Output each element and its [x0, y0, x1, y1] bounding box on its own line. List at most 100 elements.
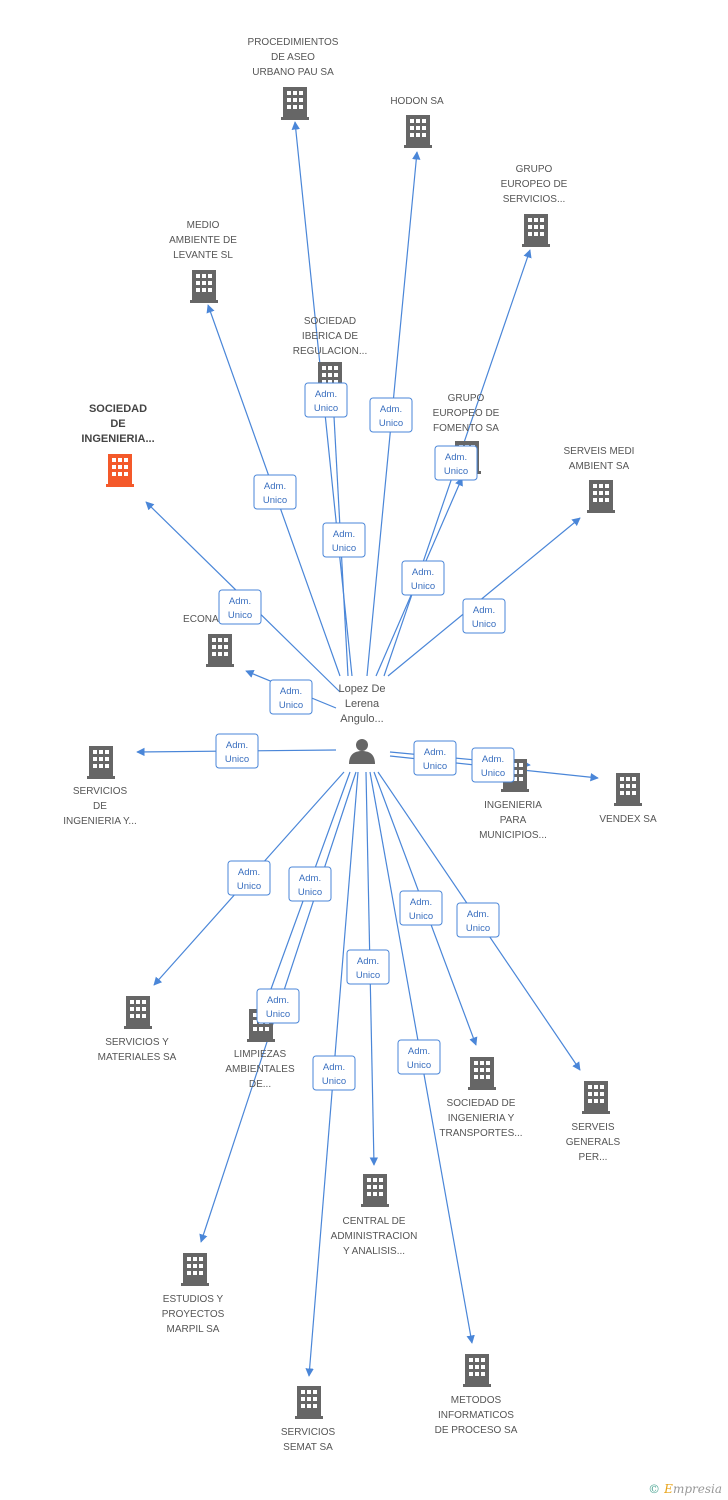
- company-node-vendex[interactable]: VENDEX SA: [599, 773, 657, 825]
- company-node-sociedad-ingenieria[interactable]: SOCIEDADDEINGENIERIA...: [81, 403, 155, 487]
- relation-text: Unico: [481, 768, 505, 779]
- company-label-line: LEVANTE SL: [173, 250, 233, 261]
- relation-badge: Adm.Unico: [369, 397, 413, 433]
- relation-badge: Adm.Unico: [471, 747, 515, 783]
- relation-text: Adm.: [267, 995, 289, 1006]
- company-label-line: INFORMATICOS: [438, 1410, 514, 1421]
- company-label-line: ECONA...: [183, 614, 227, 625]
- center-person[interactable]: Lopez De LerenaAngulo...: [338, 683, 386, 764]
- company-label-line: INGENIERIA: [484, 800, 542, 811]
- relation-text: Unico: [423, 761, 447, 772]
- relation-text: Adm.: [333, 529, 355, 540]
- relation-text: Unico: [379, 418, 403, 429]
- company-node-hodon[interactable]: HODON SA: [390, 96, 444, 148]
- building-icon: [87, 746, 115, 779]
- company-label-line: PROCEDIMIENTOS: [248, 37, 339, 48]
- relation-text: Unico: [263, 495, 287, 506]
- building-icon: [206, 634, 234, 667]
- relation-badge: Adm.Unico: [253, 474, 297, 510]
- company-label-line: SOCIEDAD: [304, 316, 356, 327]
- relation-text: Adm.: [315, 389, 337, 400]
- company-label-line: SOCIEDAD: [89, 403, 147, 415]
- relation-badge: Adm.Unico: [269, 679, 313, 715]
- relation-text: Adm.: [412, 567, 434, 578]
- relation-text: Unico: [237, 881, 261, 892]
- building-icon: [106, 454, 134, 487]
- company-label-line: SERVEIS MEDI: [564, 446, 635, 457]
- company-label-line: EUROPEO DE: [501, 179, 568, 190]
- company-node-servicios-ingenieria[interactable]: SERVICIOS DE INGENIERIA Y...: [63, 746, 137, 827]
- company-label-line: FOMENTO SA: [433, 423, 499, 434]
- relation-text: Adm.: [238, 867, 260, 878]
- relation-text: Adm.: [473, 605, 495, 616]
- company-label-line: AMBIENTE DE: [169, 235, 237, 246]
- relation-badge: Adm. Unico: [312, 1055, 356, 1091]
- relation-text: Adm.: [424, 747, 446, 758]
- relation-text: Adm.: [408, 1046, 430, 1057]
- person-name-line: Lopez De: [338, 683, 385, 695]
- relation-badge: Adm.Unico: [346, 949, 390, 985]
- company-label-line: MATERIALES SA: [98, 1052, 177, 1063]
- company-label-line: PARA: [500, 815, 527, 826]
- company-node-econa[interactable]: ECONA...: [183, 614, 234, 667]
- relation-text: Adm.: [226, 740, 248, 751]
- edge-serveis-medi: [387, 517, 581, 677]
- company-label-line: CENTRAL DE: [343, 1216, 406, 1227]
- relation-text: Unico: [332, 543, 356, 554]
- relation-text: Unico: [298, 887, 322, 898]
- brand-initial: E: [664, 1482, 673, 1496]
- company-label-line: GRUPO: [516, 164, 553, 175]
- copyright-symbol: ©: [648, 1482, 661, 1496]
- relation-text: Unico: [322, 1076, 346, 1087]
- company-label-line: PER...: [579, 1152, 608, 1163]
- person-name-line: Lerena: [345, 698, 380, 710]
- building-icon: [181, 1253, 209, 1286]
- company-label-line: HODON SA: [390, 96, 444, 107]
- company-label-line: VENDEX SA: [599, 814, 657, 825]
- company-node-limpiezas[interactable]: LIMPIEZASAMBIENTALESDE...: [225, 1009, 295, 1090]
- building-icon: [190, 270, 218, 303]
- relation-text: Unico: [279, 700, 303, 711]
- relation-text: Adm.: [323, 1062, 345, 1073]
- company-node-grupo-europeo-servicios[interactable]: GRUPO EUROPEO DE SERVICIOS...: [501, 164, 568, 247]
- company-label-line: INGENIERIA...: [81, 433, 154, 445]
- company-label-line: IBERICA DE: [302, 331, 358, 342]
- company-label-line: SERVICIOS: [73, 786, 128, 797]
- company-label-line: INGENIERIA Y...: [63, 816, 137, 827]
- company-label-line: SERVICIOS...: [503, 194, 566, 205]
- relation-text: Unico: [314, 403, 338, 414]
- building-icon: [463, 1354, 491, 1387]
- company-label-line: METODOS: [451, 1395, 502, 1406]
- company-label-line: SERVICIOS: [281, 1427, 336, 1438]
- relation-badge: Adm. Unico: [413, 740, 457, 776]
- company-label-line: SOCIEDAD DE: [447, 1098, 516, 1109]
- company-node-ingenieria-municipios[interactable]: INGENIERIAPARAMUNICIPIOS...: [479, 759, 547, 841]
- person-name-line: Angulo...: [340, 713, 383, 725]
- company-label-line: DE: [93, 801, 107, 812]
- company-label-line: MARPIL SA: [167, 1324, 220, 1335]
- relation-text: Unico: [409, 911, 433, 922]
- company-label-line: DE...: [249, 1079, 271, 1090]
- company-label-line: GRUPO: [448, 393, 485, 404]
- relation-text: Unico: [466, 923, 490, 934]
- company-label-line: URBANO PAU SA: [252, 67, 334, 78]
- company-label-line: LIMPIEZAS: [234, 1049, 287, 1060]
- relation-text: Unico: [266, 1009, 290, 1020]
- person-icon: [349, 739, 375, 764]
- company-node-serveis-generals[interactable]: SERVEISGENERALSPER...: [566, 1081, 621, 1163]
- company-label-line: INGENIERIA Y: [448, 1113, 515, 1124]
